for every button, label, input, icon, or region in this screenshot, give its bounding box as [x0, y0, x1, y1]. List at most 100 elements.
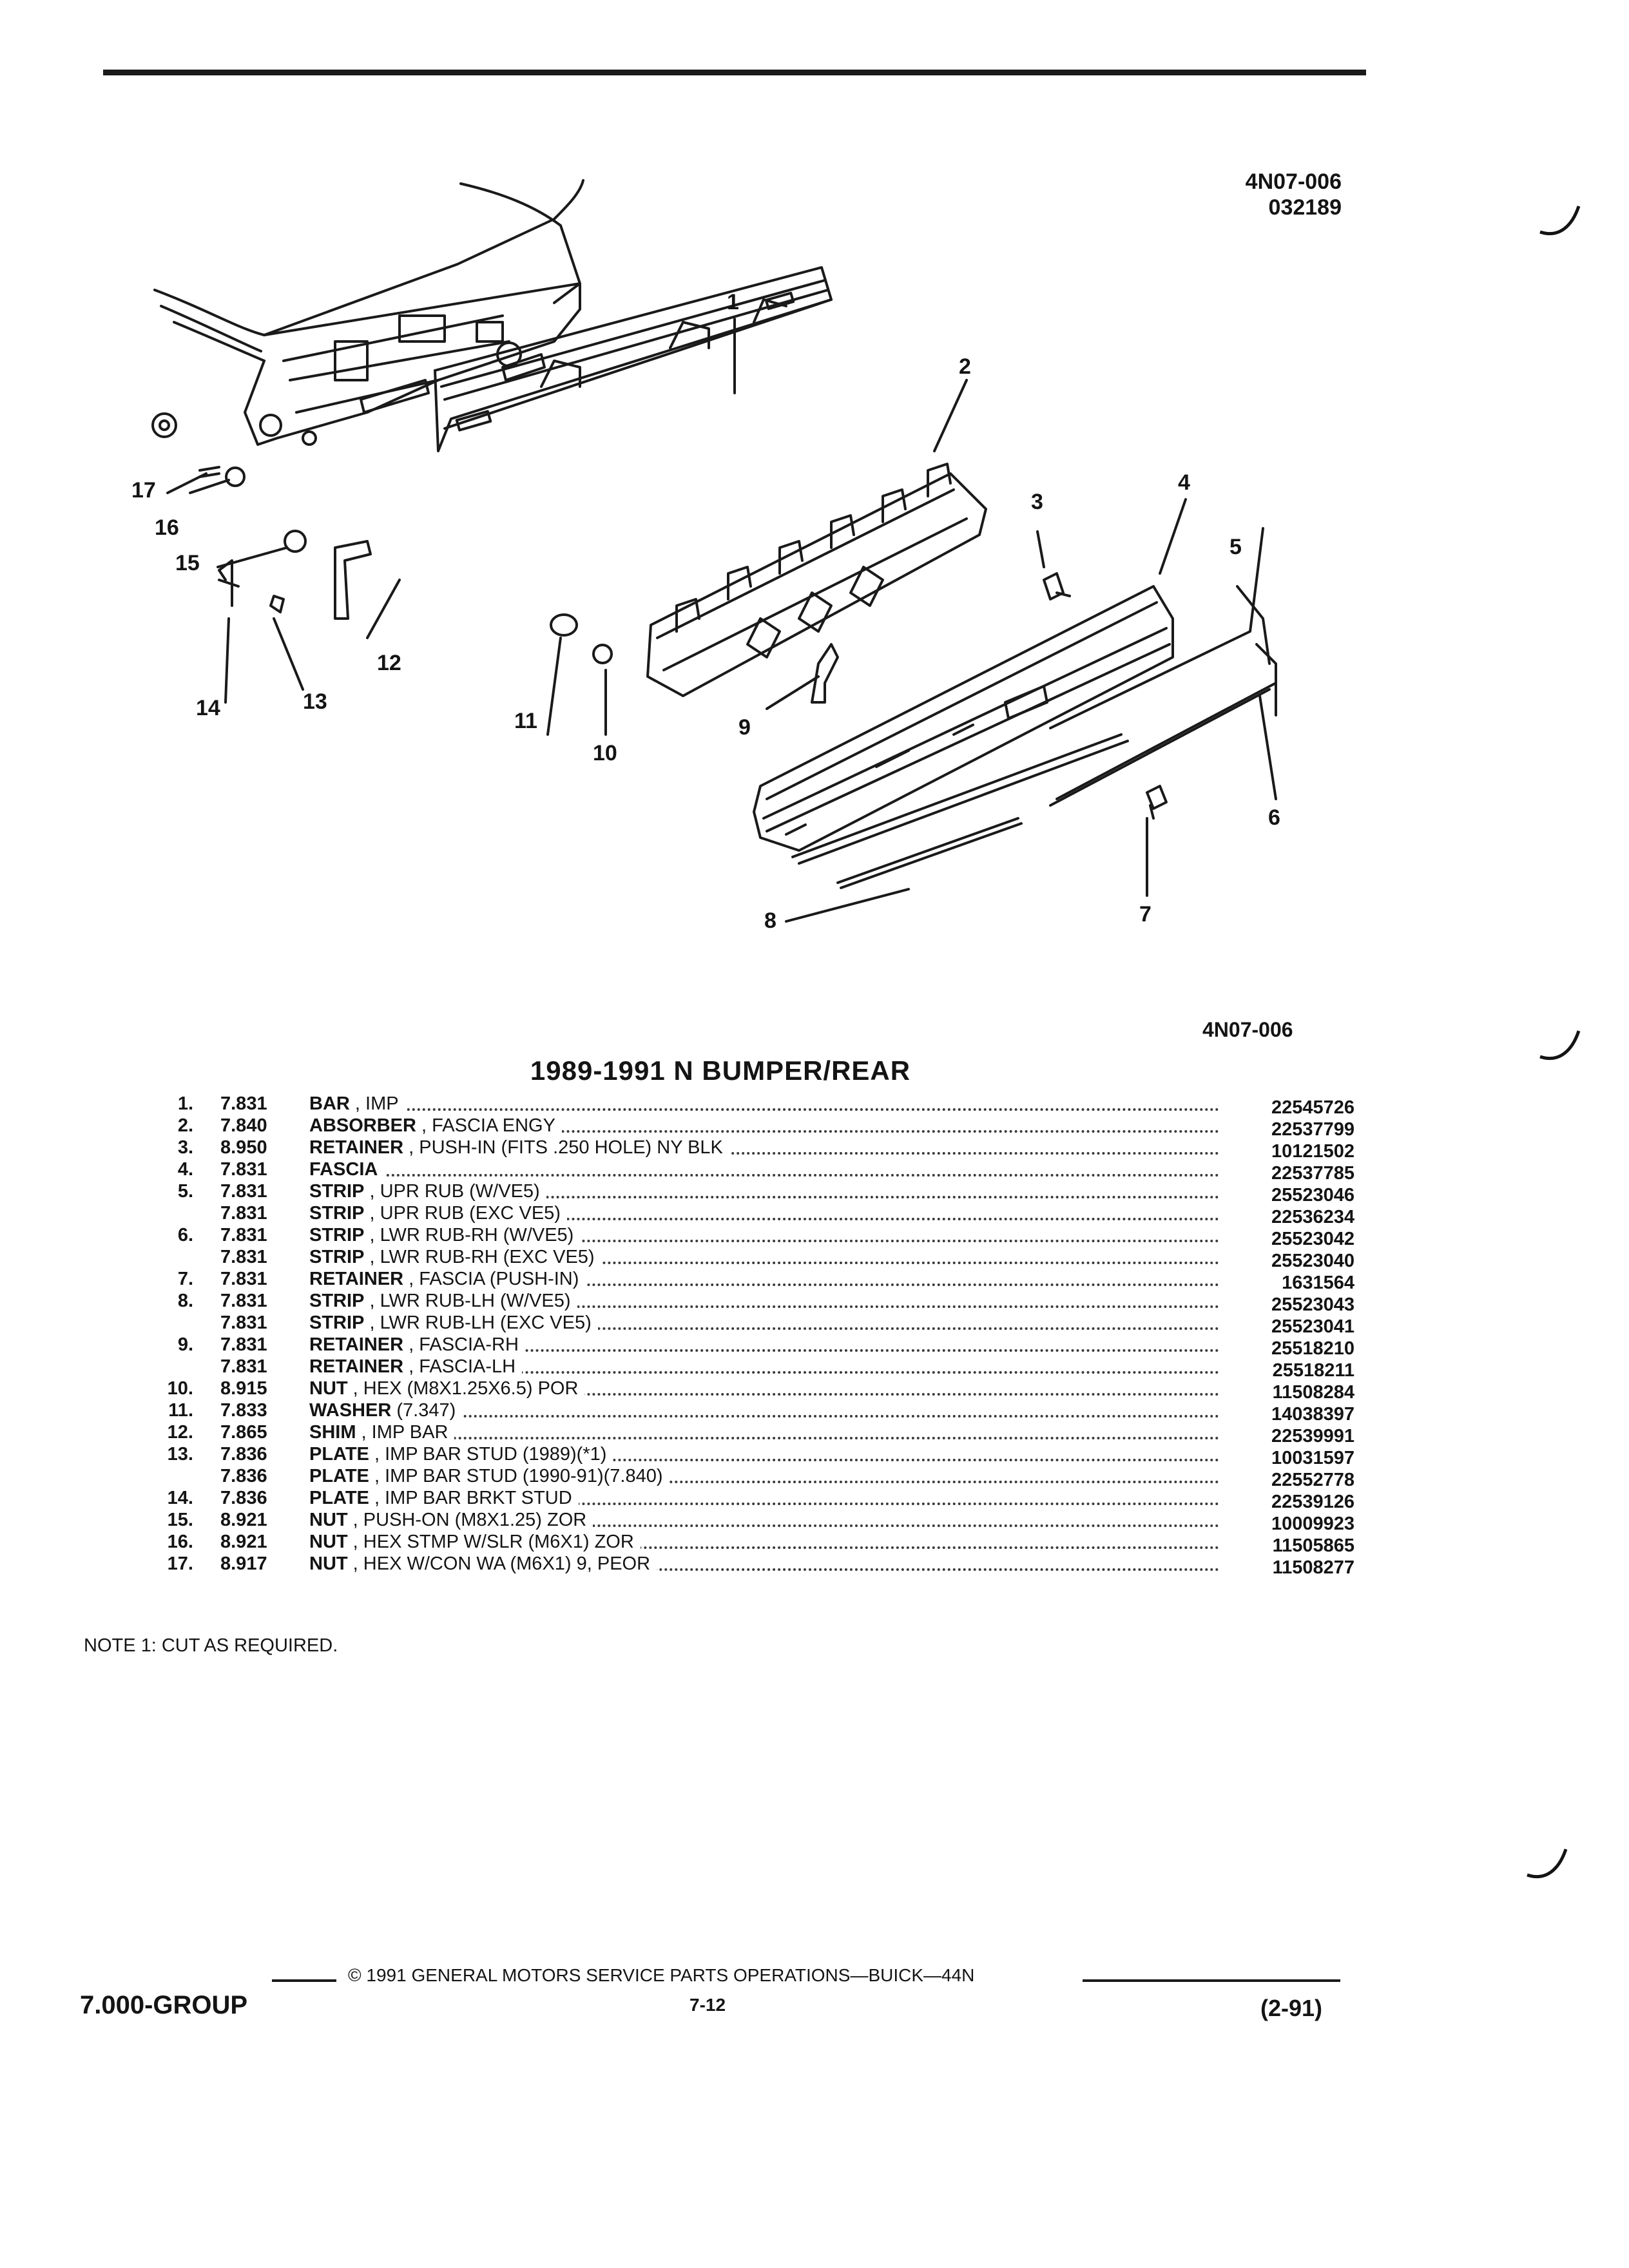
part-description: PLATE , IMP BAR STUD (1990-91)(7.840) [309, 1465, 670, 1487]
energy-absorber [646, 463, 987, 697]
callout-15: 15 [175, 551, 200, 575]
dot-leader [309, 1371, 1219, 1374]
callout-7: 7 [1139, 902, 1152, 927]
part-name: WASHER [309, 1400, 392, 1421]
shim-12 [334, 540, 372, 620]
part-name: RETAINER [309, 1356, 404, 1377]
dot-leader [309, 1481, 1219, 1483]
part-name: STRIP [309, 1247, 365, 1267]
callout-14: 14 [196, 696, 220, 720]
part-number: 22545726 [1226, 1097, 1354, 1119]
dot-leader [309, 1546, 1219, 1549]
part-detail: , FASCIA (PUSH-IN) [409, 1269, 579, 1289]
part-description: WASHER (7.347) [309, 1399, 463, 1421]
part-description: STRIP , LWR RUB-RH (EXC VE5) [309, 1246, 601, 1268]
callout-16: 16 [155, 515, 179, 540]
callout-6: 6 [1268, 805, 1280, 830]
callout-12: 12 [377, 651, 401, 675]
callout-17: 17 [131, 478, 156, 503]
part-item-number: 16. [167, 1532, 193, 1552]
upper-rub-strip [1049, 527, 1264, 729]
part-name: NUT [309, 1510, 348, 1530]
part-detail: , IMP [354, 1093, 399, 1114]
part-name: PLATE [309, 1466, 369, 1486]
lower-rub-strip-lh [791, 733, 1129, 865]
part-number: 10031597 [1226, 1447, 1354, 1469]
part-number: 22537785 [1226, 1162, 1354, 1184]
part-number: 22539991 [1226, 1425, 1354, 1447]
part-name: STRIP [309, 1225, 365, 1245]
binder-mark-3 [1527, 1849, 1568, 1879]
dot-leader [309, 1524, 1219, 1527]
dot-leader [309, 1108, 1219, 1111]
push-nut-15 [284, 530, 307, 553]
dot-leader [309, 1393, 1219, 1396]
figure-code-secondary: 4N07-006 [1202, 1018, 1293, 1041]
part-description: NUT , HEX STMP W/SLR (M6X1) ZOR [309, 1531, 641, 1553]
part-description: RETAINER , FASCIA-RH [309, 1334, 525, 1356]
part-item-number: 8. [177, 1291, 193, 1311]
part-name: RETAINER [309, 1137, 404, 1158]
binder-mark-1 [1539, 206, 1581, 236]
callout-3: 3 [1031, 490, 1043, 514]
part-number: 10121502 [1226, 1140, 1354, 1162]
part-number: 1631564 [1226, 1272, 1354, 1294]
plate-13 [269, 595, 285, 613]
part-detail: , IMP BAR [361, 1422, 448, 1443]
part-name: STRIP [309, 1181, 365, 1202]
part-number: 25523040 [1226, 1250, 1354, 1272]
header-rule [103, 70, 1366, 75]
page-title: 1989-1991 N BUMPER/REAR [0, 1055, 1629, 1086]
part-description: BAR , IMP [309, 1093, 405, 1115]
part-name: NUT [309, 1378, 348, 1399]
part-group-code: 7.831 [220, 1356, 267, 1377]
part-name: ABSORBER [309, 1115, 416, 1136]
rear-fascia [753, 585, 1174, 852]
dot-leader [309, 1262, 1219, 1264]
part-item-number: 5. [177, 1181, 193, 1202]
part-item-number: 13. [167, 1444, 193, 1465]
impact-bar [434, 266, 833, 452]
part-item-number: 7. [177, 1269, 193, 1289]
part-name: RETAINER [309, 1334, 404, 1355]
part-detail: , HEX (M8X1.25X6.5) POR [352, 1378, 579, 1399]
callout-4: 4 [1178, 470, 1190, 495]
part-group-code: 7.833 [220, 1400, 267, 1421]
part-name: STRIP [309, 1291, 365, 1311]
part-item-number: 12. [167, 1422, 193, 1443]
part-description: STRIP , UPR RUB (W/VE5) [309, 1180, 546, 1202]
group-label: 7.000-GROUP [80, 1991, 248, 2019]
nut-16 [225, 466, 246, 487]
part-group-code: 7.836 [220, 1466, 267, 1486]
dot-leader [309, 1459, 1219, 1461]
part-detail: , UPR RUB (W/VE5) [369, 1181, 540, 1202]
part-detail: (7.347) [396, 1400, 456, 1421]
dot-leader [309, 1218, 1219, 1220]
part-number: 10009923 [1226, 1513, 1354, 1535]
part-item-number: 10. [167, 1378, 193, 1399]
part-detail: , LWR RUB-LH (W/VE5) [369, 1291, 571, 1311]
part-group-code: 7.836 [220, 1444, 267, 1465]
part-number: 11508277 [1226, 1557, 1354, 1579]
binder-mark-2 [1539, 1030, 1581, 1061]
part-name: PLATE [309, 1444, 369, 1465]
callout-9: 9 [738, 715, 751, 740]
dot-leader [309, 1240, 1219, 1242]
footer-rule-right [1083, 1979, 1340, 1982]
part-item-number: 1. [177, 1093, 193, 1114]
part-description: RETAINER , FASCIA-LH [309, 1356, 523, 1378]
part-description: STRIP , LWR RUB-LH (EXC VE5) [309, 1312, 598, 1334]
part-number: 25523041 [1226, 1316, 1354, 1338]
part-group-code: 7.831 [220, 1291, 267, 1311]
dot-leader [309, 1568, 1219, 1571]
part-group-code: 7.831 [220, 1312, 267, 1333]
